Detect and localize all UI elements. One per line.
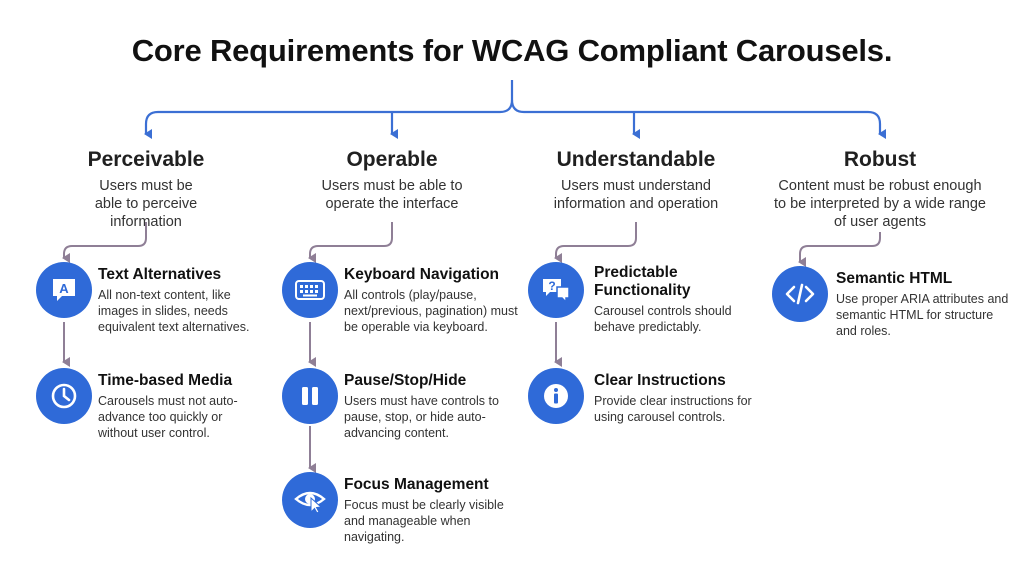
focus-eye-icon: [282, 472, 338, 528]
svg-text:?: ?: [548, 279, 555, 293]
pillar-description: Users must be able to operate the interf…: [321, 178, 463, 212]
keyboard-icon: [282, 262, 338, 318]
node-description: Provide clear instructions for using car…: [594, 394, 752, 424]
node-title: Clear Instructions: [594, 372, 726, 389]
node-description: Carousels must not auto-advance too quic…: [98, 394, 238, 440]
node-title: Predictable Functionality: [594, 264, 691, 299]
pillar-description: Users must understand information and op…: [553, 178, 719, 212]
node-title: Time-based Media: [98, 372, 233, 389]
node-title: Text Alternatives: [98, 266, 222, 283]
node-description: Users must have controls to pause, stop,…: [344, 394, 499, 440]
pillar-operable: Operable Users must be able to operate t…: [272, 147, 512, 213]
diagram-title: Core Requirements for WCAG Compliant Car…: [131, 33, 893, 68]
node-description: Use proper ARIA attributes and semantic …: [836, 292, 1009, 338]
node-description: All non-text content, like images in sli…: [98, 288, 250, 334]
pillar-description: Content must be robust enough to be inte…: [774, 178, 986, 230]
node-description: Focus must be clearly visible and manage…: [344, 498, 504, 544]
node-title: Pause/Stop/Hide: [344, 372, 467, 389]
node-description: All controls (play/pause, next/previous,…: [344, 288, 518, 334]
pillar-perceivable: Perceivable Users must be able to percei…: [26, 147, 266, 231]
inner-branch-lines: [62, 222, 881, 473]
code-icon: [772, 266, 828, 322]
text-alternatives-icon: A: [36, 262, 92, 318]
pillar-understandable: Understandable Users must understand inf…: [516, 147, 756, 213]
question-bubble-icon: ?: [528, 262, 584, 318]
pillar-description: Users must be able to perceive informati…: [94, 178, 198, 230]
node-description: Carousel controls should behave predicta…: [594, 304, 732, 334]
pillar-name: Operable: [346, 148, 438, 171]
pillar-robust: Robust Content must be robust enough to …: [760, 147, 1000, 231]
node-title: Keyboard Navigation: [344, 266, 500, 283]
pillar-name: Understandable: [556, 148, 716, 171]
svg-text:A: A: [59, 281, 69, 296]
pause-icon: [282, 368, 338, 424]
top-branch-lines: [144, 80, 886, 139]
clock-icon: [36, 368, 92, 424]
info-icon: [528, 368, 584, 424]
pillar-name: Perceivable: [87, 148, 205, 171]
node-title: Semantic HTML: [836, 270, 953, 287]
node-title: Focus Management: [344, 476, 489, 493]
pillar-name: Robust: [843, 148, 917, 171]
